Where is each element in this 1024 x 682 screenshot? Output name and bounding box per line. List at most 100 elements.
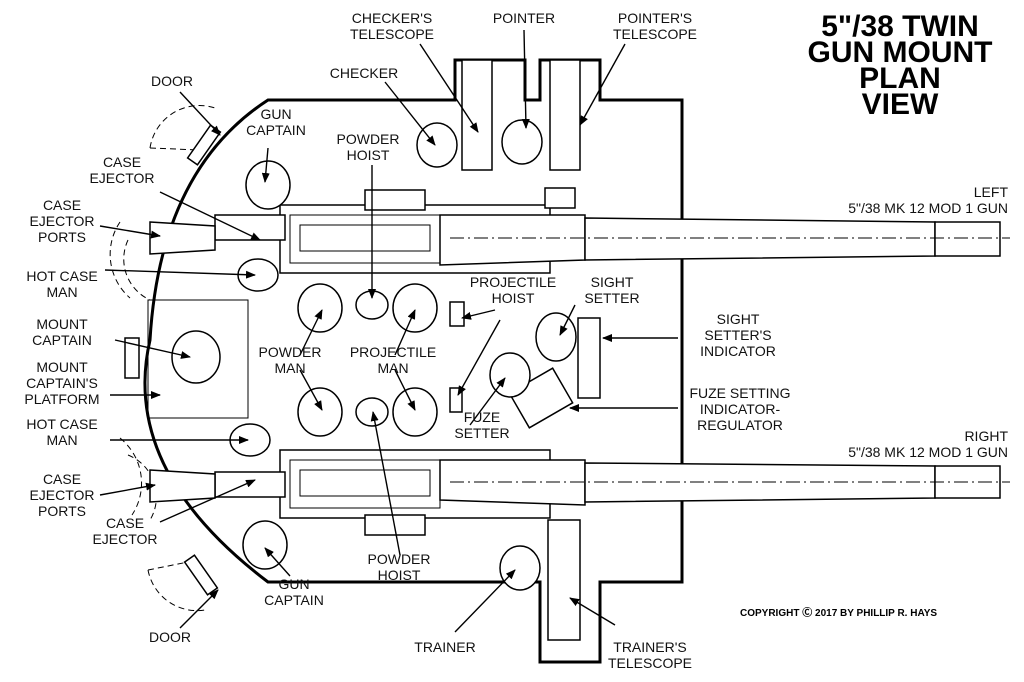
label-sight-setter-line: SETTER (584, 290, 639, 306)
label-case-ejector-ports-top-line: CASE (43, 197, 81, 213)
label-projectile-man-line: PROJECTILE (350, 344, 436, 360)
label-case-ejector-ports-top-line: PORTS (38, 229, 86, 245)
label-trainer-line: TRAINER (414, 639, 475, 655)
label-case-ejector-bottom-line: CASE (106, 515, 144, 531)
diagram-title-line: PLAN (859, 62, 941, 95)
label-checker: CHECKER (330, 65, 398, 81)
label-case-ejector-top-line: CASE (103, 154, 141, 170)
label-hot-case-man-top-line: MAN (46, 284, 77, 300)
label-checkers-telescope-line: TELESCOPE (350, 26, 434, 42)
label-powder-hoist-top-line: POWDER (337, 131, 400, 147)
label-door-bottom: DOOR (149, 629, 191, 645)
label-trainers-telescope-line: TELESCOPE (608, 655, 692, 671)
mount-captains-platform (147, 299, 249, 419)
label-sight-setters-indicator-line: INDICATOR (700, 343, 776, 359)
platform-step (124, 337, 140, 379)
label-fuze-setter-line: SETTER (454, 425, 509, 441)
label-checkers-telescope-line: CHECKER'S (352, 10, 432, 26)
label-powder-man-line: MAN (274, 360, 305, 376)
label-trainer: TRAINER (414, 639, 475, 655)
label-pointers-telescope-line: TELESCOPE (613, 26, 697, 42)
label-sight-setters-indicator-line: SETTER'S (704, 327, 771, 343)
label-hot-case-man-top-line: HOT CASE (26, 268, 97, 284)
label-hot-case-man-bottom-line: MAN (46, 432, 77, 448)
label-powder-hoist-bottom-line: HOIST (378, 567, 421, 583)
label-pointers-telescope-line: POINTER'S (618, 10, 692, 26)
crew-figures (171, 119, 577, 591)
right-gun-assembly (149, 449, 1010, 536)
label-mount-captains-platform-line: CAPTAIN'S (26, 375, 98, 391)
label-right-gun-line: 5"/38 MK 12 MOD 1 GUN (848, 444, 1008, 460)
label-projectile-hoist-line: PROJECTILE (470, 274, 556, 290)
label-mount-captains-platform-line: PLATFORM (24, 391, 99, 407)
label-hot-case-man-bottom-line: HOT CASE (26, 416, 97, 432)
label-case-ejector-ports-bottom-line: PORTS (38, 503, 86, 519)
diagram-title-line: VIEW (862, 88, 939, 121)
label-powder-hoist-bottom-line: POWDER (368, 551, 431, 567)
leader-lines (99, 29, 678, 633)
label-pointer-line: POINTER (493, 10, 555, 26)
label-mount-captain-line: CAPTAIN (32, 332, 92, 348)
label-mount-captain-line: MOUNT (36, 316, 88, 332)
label-projectile-hoist-line: HOIST (492, 290, 535, 306)
label-fuze-setting-indicator-line: REGULATOR (697, 417, 783, 433)
label-door-top-line: DOOR (151, 73, 193, 89)
left-gun-assembly (149, 187, 1010, 274)
diagram-title-line: 5"/38 TWIN (821, 10, 979, 43)
label-gun-captain-top-line: GUN (260, 106, 291, 122)
label-checker-line: CHECKER (330, 65, 398, 81)
label-gun-captain-top-line: CAPTAIN (246, 122, 306, 138)
label-powder-man-line: POWDER (259, 344, 322, 360)
label-right-gun-line: RIGHT (964, 428, 1008, 444)
label-sight-setter-line: SIGHT (591, 274, 634, 290)
label-case-ejector-bottom-line: EJECTOR (92, 531, 157, 547)
label-fuze-setter-line: FUZE (464, 409, 501, 425)
label-case-ejector-ports-bottom-line: EJECTOR (29, 487, 94, 503)
telescope-fittings (461, 59, 601, 641)
label-case-ejector-top-line: EJECTOR (89, 170, 154, 186)
label-left-gun-line: 5"/38 MK 12 MOD 1 GUN (848, 200, 1008, 216)
label-mount-captains-platform-line: MOUNT (36, 359, 88, 375)
label-case-ejector-ports-top-line: EJECTOR (29, 213, 94, 229)
label-gun-captain-bottom-line: GUN (278, 576, 309, 592)
diagram-title-line: GUN MOUNT (808, 36, 993, 69)
label-sight-setters-indicator-line: SIGHT (717, 311, 760, 327)
label-gun-captain-bottom-line: CAPTAIN (264, 592, 324, 608)
door-swing-arcs (109, 105, 216, 612)
label-fuze-setting-indicator-line: INDICATOR- (700, 401, 781, 417)
label-fuze-setting-indicator-line: FUZE SETTING (689, 385, 790, 401)
label-case-ejector-ports-bottom-line: CASE (43, 471, 81, 487)
label-powder-hoist-top-line: HOIST (347, 147, 390, 163)
label-pointer: POINTER (493, 10, 555, 26)
label-projectile-man-line: MAN (377, 360, 408, 376)
copyright-notice: COPYRIGHT Ⓒ 2017 BY PHILLIP R. HAYS (740, 606, 937, 619)
label-trainers-telescope-line: TRAINER'S (613, 639, 686, 655)
label-door-bottom-line: DOOR (149, 629, 191, 645)
